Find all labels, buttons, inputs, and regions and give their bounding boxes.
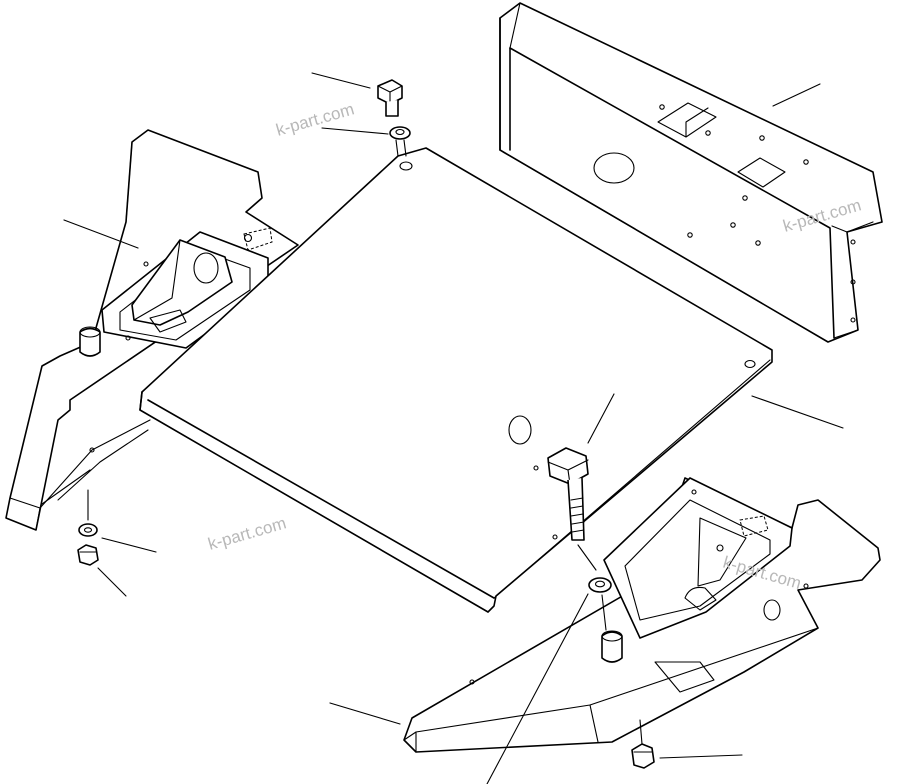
watermark-text: k-part.com: [274, 99, 356, 139]
leader-line: [63, 219, 139, 249]
leader-line: [772, 83, 821, 107]
leader-line: [311, 72, 371, 89]
leader-line: [659, 754, 743, 759]
lower-nut: [631, 719, 655, 769]
rear-cover-panel: [499, 2, 883, 343]
large-bolt: [547, 447, 612, 631]
left-bracket: [5, 129, 299, 531]
watermark-text: k-part.com: [206, 513, 288, 553]
floor-plate: [139, 147, 773, 613]
upper-bolt: [377, 79, 411, 157]
leader-lines: [63, 72, 844, 784]
leader-line: [97, 567, 127, 597]
right-bracket: [403, 477, 881, 753]
leader-line: [321, 127, 389, 135]
left-nut-washer: [77, 489, 99, 566]
leader-line: [587, 393, 615, 444]
leader-line: [751, 395, 844, 429]
leader-line: [486, 593, 589, 784]
leader-line: [329, 702, 401, 725]
leader-line: [101, 537, 157, 553]
